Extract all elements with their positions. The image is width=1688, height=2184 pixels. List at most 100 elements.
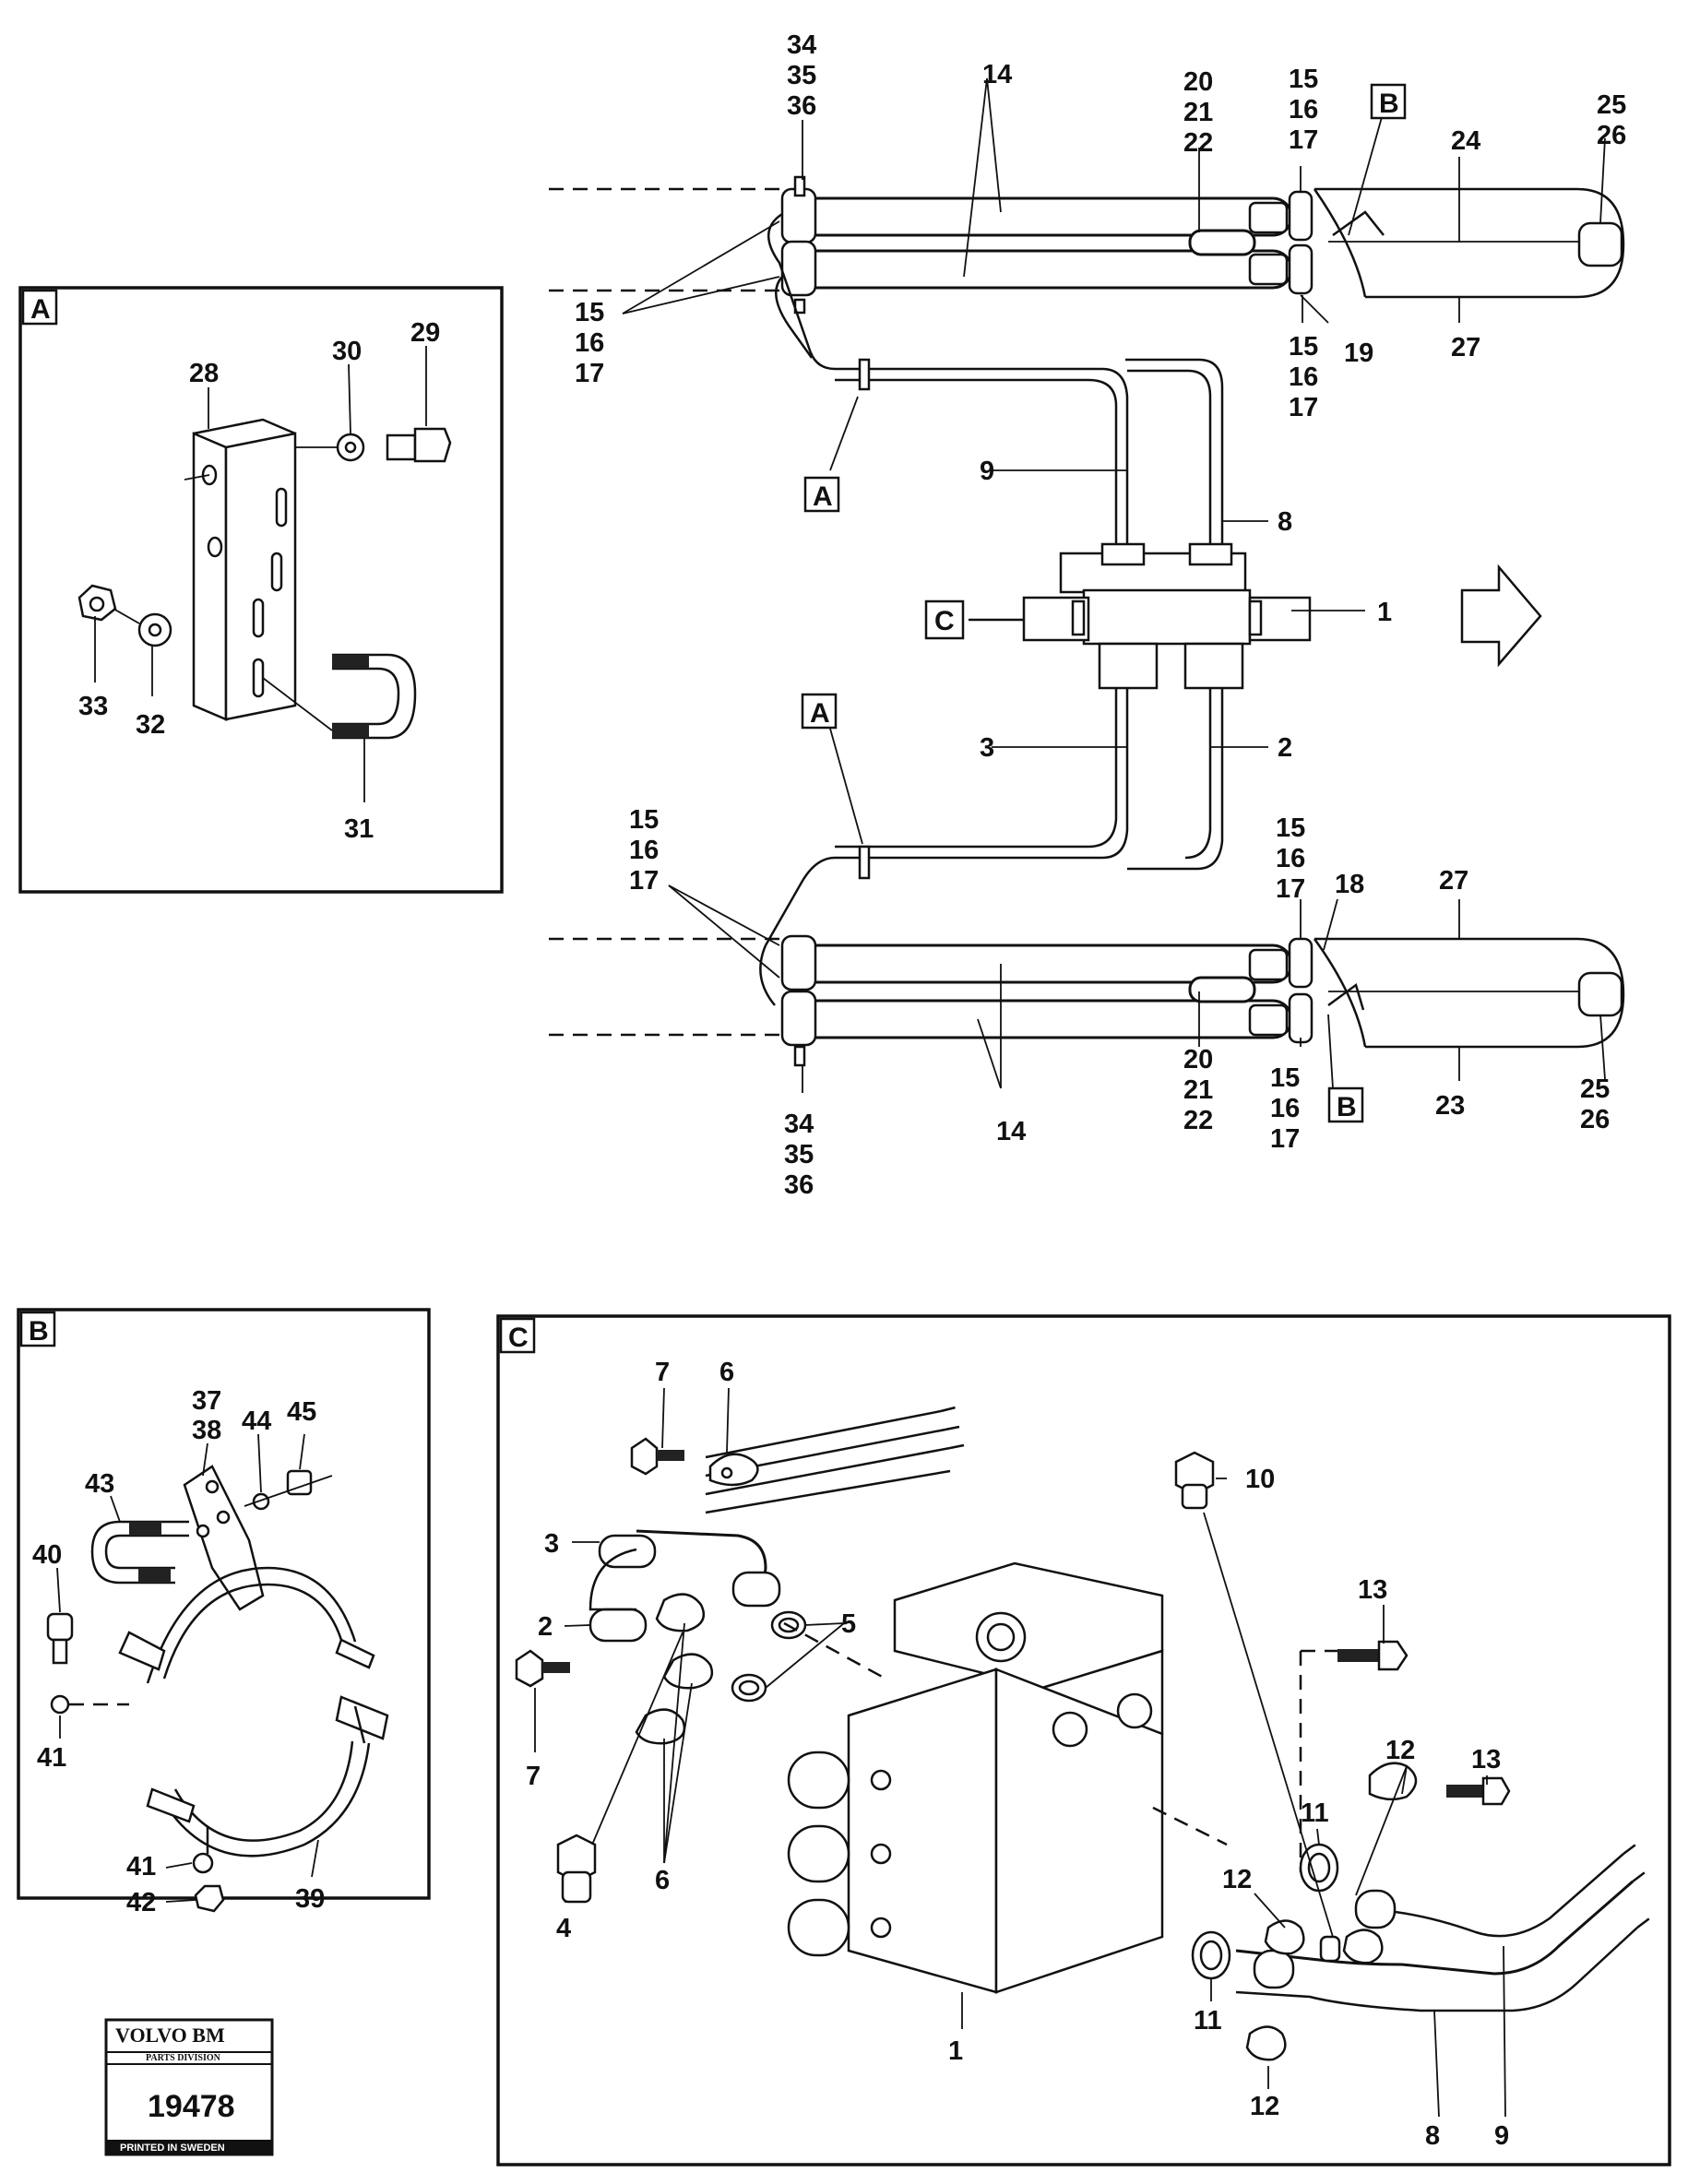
label-17-top-a: 17 <box>1289 125 1318 155</box>
label-43: 43 <box>85 1469 114 1499</box>
svg-text:C: C <box>934 606 955 636</box>
label-26-bot: 26 <box>1580 1105 1610 1134</box>
label-24: 24 <box>1451 126 1480 156</box>
detail-panel-b: B <box>17 1308 431 1917</box>
callout-b-top: B <box>1370 83 1407 120</box>
label-44: 44 <box>242 1407 271 1436</box>
label-27-top: 27 <box>1451 333 1480 362</box>
label-15-bot-right: 15 <box>1276 813 1305 843</box>
label-13-right: 13 <box>1471 1745 1501 1774</box>
svg-text:B: B <box>1379 89 1399 119</box>
lower-pipe-assembly <box>780 934 1625 1067</box>
stamp-brand: VOLVO BM <box>115 2024 225 2047</box>
stamp-division: PARTS DIVISION <box>146 2053 221 2063</box>
label-17-top-b: 17 <box>1289 393 1318 422</box>
label-36-bot: 36 <box>784 1170 814 1200</box>
volvo-bm-stamp: VOLVO BM PARTS DIVISION 19478 PRINTED IN… <box>104 2018 274 2156</box>
label-2-main: 2 <box>1278 733 1292 763</box>
control-valve-block <box>969 542 1542 690</box>
label-35: 35 <box>787 61 816 90</box>
label-39: 39 <box>295 1884 325 1914</box>
label-20-bot: 20 <box>1183 1045 1213 1074</box>
panel-b-title: B <box>29 1316 49 1347</box>
label-16-bot-lower: 16 <box>1270 1094 1300 1123</box>
label-1-main: 1 <box>1377 598 1392 627</box>
label-22-bot: 22 <box>1183 1106 1213 1135</box>
label-41-bottom: 41 <box>126 1852 156 1881</box>
label-15-bot-left: 15 <box>629 805 659 835</box>
label-29: 29 <box>410 318 440 348</box>
label-12-top: 12 <box>1385 1736 1415 1765</box>
detail-panel-a: A 28 30 <box>18 286 504 894</box>
label-13-top: 13 <box>1358 1575 1387 1605</box>
label-36: 36 <box>787 91 816 121</box>
label-27-bot: 27 <box>1439 866 1468 896</box>
label-30: 30 <box>332 337 362 366</box>
label-12-mid: 12 <box>1222 1865 1252 1894</box>
label-45: 45 <box>287 1397 316 1427</box>
label-3-c: 3 <box>544 1529 559 1559</box>
label-14-bot: 14 <box>996 1117 1026 1146</box>
label-22-top: 22 <box>1183 128 1213 158</box>
label-31: 31 <box>344 814 374 844</box>
callout-c: C <box>924 599 965 640</box>
upper-hose-run <box>767 212 1224 553</box>
label-34-bot: 34 <box>784 1110 814 1139</box>
label-20-top: 20 <box>1183 67 1213 97</box>
label-35-bot: 35 <box>784 1140 814 1169</box>
label-6-bottom: 6 <box>655 1866 670 1895</box>
label-21-bot: 21 <box>1183 1075 1213 1105</box>
label-16-bot-right: 16 <box>1276 844 1305 873</box>
label-9-main: 9 <box>980 457 994 486</box>
label-15-bot-lower: 15 <box>1270 1063 1300 1093</box>
label-16-top-a: 16 <box>1289 95 1318 125</box>
label-19: 19 <box>1344 338 1373 368</box>
label-16-bot-left: 16 <box>629 836 659 865</box>
label-25-bot: 25 <box>1580 1074 1610 1104</box>
upper-pipe-assembly <box>780 175 1625 315</box>
label-11-bottom: 11 <box>1194 2006 1222 2036</box>
label-8-main: 8 <box>1278 507 1292 537</box>
label-25-top: 25 <box>1597 90 1626 120</box>
panel-c-title: C <box>508 1323 529 1353</box>
label-7-top: 7 <box>655 1358 670 1387</box>
label-26-top: 26 <box>1597 121 1626 150</box>
label-21-top: 21 <box>1183 98 1213 127</box>
label-40: 40 <box>32 1540 62 1570</box>
label-16-top-b: 16 <box>1289 362 1318 392</box>
panel-a-title: A <box>30 294 51 325</box>
label-1-c: 1 <box>948 2036 963 2066</box>
label-12-bottom: 12 <box>1250 2092 1279 2121</box>
label-15-top-a: 15 <box>1289 65 1318 94</box>
main-hydraulic-view: 34 35 36 14 20 21 22 15 16 17 25 26 24 1… <box>549 30 1626 1200</box>
stamp-number: 19478 <box>148 2089 235 2124</box>
callout-b-bottom: B <box>1327 1086 1364 1123</box>
label-38: 38 <box>192 1416 221 1445</box>
stamp-footer: PRINTED IN SWEDEN <box>120 2142 225 2154</box>
label-3-main: 3 <box>980 733 994 763</box>
label-33: 33 <box>78 692 108 721</box>
lower-hose-run <box>759 688 1224 1006</box>
labels-main-bottom: 3 2 15 16 17 15 16 17 18 27 14 20 21 22 … <box>629 733 1610 1200</box>
label-28: 28 <box>189 359 219 388</box>
svg-text:A: A <box>813 481 833 512</box>
label-32: 32 <box>136 710 165 740</box>
label-18: 18 <box>1335 870 1364 899</box>
label-16-top-left: 16 <box>575 328 604 358</box>
label-17-bot-left: 17 <box>629 866 659 896</box>
label-14-top: 14 <box>982 60 1012 89</box>
label-15-top-b: 15 <box>1289 332 1318 362</box>
labels-main-top: 34 35 36 14 20 21 22 15 16 17 25 26 24 1… <box>575 30 1626 627</box>
svg-text:B: B <box>1337 1092 1357 1122</box>
label-17-top-left: 17 <box>575 359 604 388</box>
callout-a-top: A <box>803 476 840 513</box>
label-23: 23 <box>1435 1091 1465 1121</box>
svg-text:A: A <box>810 698 830 729</box>
label-6-top: 6 <box>719 1358 734 1387</box>
label-34: 34 <box>787 30 816 60</box>
label-42: 42 <box>126 1888 156 1917</box>
label-15-top-left: 15 <box>575 298 604 327</box>
label-2-c: 2 <box>538 1612 553 1642</box>
callout-a-bottom: A <box>801 693 838 730</box>
